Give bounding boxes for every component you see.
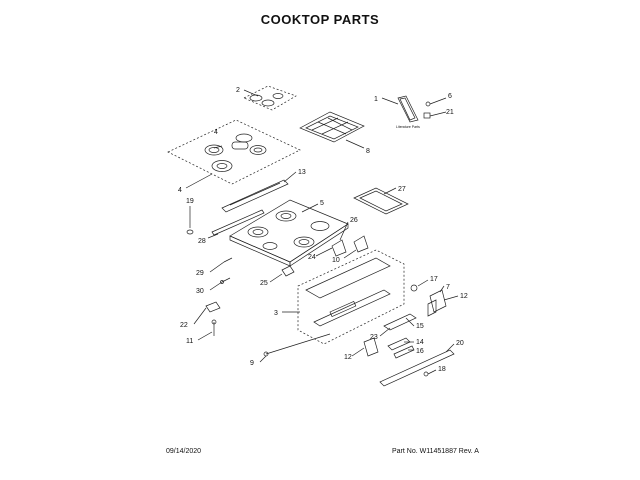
callout-15: 15 (416, 323, 424, 330)
tube-part (221, 179, 289, 213)
callout-4-upper: 4 (214, 129, 218, 136)
callout-30: 30 (196, 288, 204, 295)
grate (299, 111, 365, 143)
callout-27: 27 (398, 186, 406, 193)
burner-base-group (167, 119, 301, 185)
callout-11: 11 (186, 338, 193, 345)
callout-16: 16 (416, 348, 424, 355)
footer-part-number: Part No. W11451887 Rev. A (392, 448, 479, 455)
callout-3: 3 (274, 310, 278, 317)
callout-18: 18 (438, 366, 446, 373)
burner-cap-group (243, 85, 297, 111)
manifold-group (297, 249, 405, 345)
callout-12-upper: 12 (460, 293, 468, 300)
callout-6: 6 (448, 93, 452, 100)
callout-13: 13 (298, 169, 306, 176)
callout-12-lower: 12 (344, 354, 352, 361)
callout-22: 22 (180, 322, 188, 329)
footer-date: 09/14/2020 (166, 448, 202, 455)
callout-5: 5 (320, 200, 324, 207)
callout-29: 29 (196, 270, 204, 277)
callout-25: 25 (260, 280, 268, 287)
callout-10: 10 (332, 257, 340, 264)
griddle-part (353, 187, 409, 215)
cooktop-top (229, 199, 349, 267)
callout-19: 19 (186, 198, 194, 205)
callout-9: 9 (250, 360, 254, 367)
page-title: COOKTOP PARTS (260, 12, 380, 27)
callout-4-lower: 4 (178, 187, 182, 194)
callout-8: 8 (366, 148, 370, 155)
callout-28: 28 (198, 238, 206, 245)
literature-part (397, 95, 419, 123)
callout-23: 23 (370, 334, 378, 341)
callout-20: 20 (456, 340, 464, 347)
callout-26: 26 (350, 217, 358, 224)
callout-24: 24 (308, 254, 316, 261)
callout-7: 7 (446, 284, 450, 291)
callout-21: 21 (446, 109, 454, 116)
callout-14: 14 (416, 339, 424, 346)
callout-17: 17 (430, 276, 438, 283)
callout-1: 1 (374, 96, 378, 103)
callout-2: 2 (236, 87, 240, 94)
literature-parts-label: Literature Parts (396, 125, 420, 129)
